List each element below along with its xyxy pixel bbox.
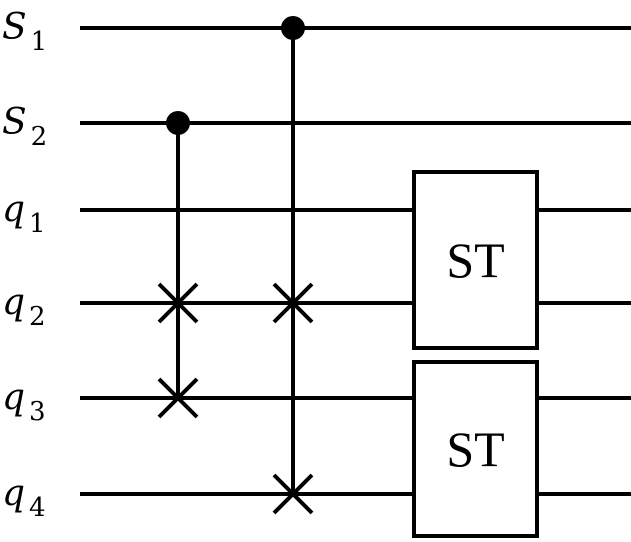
wire-label-base: q — [2, 377, 25, 418]
swap-cross — [272, 282, 314, 324]
wire-label-base: S — [2, 7, 27, 48]
wire-label-base: q — [2, 282, 25, 323]
wire-label-subscript: 4 — [29, 493, 46, 523]
gate-box-st — [412, 360, 539, 538]
gate-box-st — [412, 170, 539, 350]
swap-cross — [157, 282, 199, 324]
wire-label-base: S — [2, 102, 27, 143]
control-dot — [281, 16, 305, 40]
wire-label-subscript: 1 — [29, 209, 46, 239]
wires-layer — [80, 26, 631, 496]
wire-label-subscript: 2 — [31, 122, 48, 152]
swap-cross — [272, 473, 314, 515]
wire-label-subscript: 3 — [29, 397, 46, 427]
control-dot — [166, 111, 190, 135]
wire-label-subscript: 2 — [29, 302, 46, 332]
gate-label: ST — [446, 421, 504, 477]
wire-label-base: q — [2, 473, 25, 514]
wire-label-base: q — [2, 189, 25, 230]
operations-layer: ST ST — [157, 16, 539, 538]
swap-cross — [157, 377, 199, 419]
wire-label-subscript: 1 — [31, 27, 48, 57]
gate-label: ST — [446, 232, 504, 288]
